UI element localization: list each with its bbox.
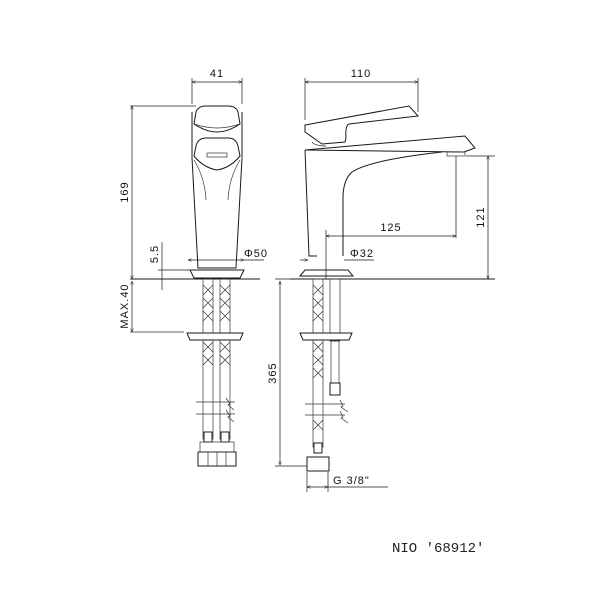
side-dimensions: 110 125 121 Φ32 365 G 3/8" xyxy=(267,68,495,492)
dim-110: 110 xyxy=(351,68,372,80)
dim-phi32: Φ32 xyxy=(350,248,374,260)
front-view xyxy=(130,105,260,467)
dim-max40: MAX.40 xyxy=(119,283,131,328)
dim-121: 121 xyxy=(475,206,487,227)
dim-5-5: 5.5 xyxy=(149,245,161,263)
dim-125: 125 xyxy=(380,222,401,234)
dim-g38: G 3/8" xyxy=(333,475,370,487)
dim-phi50: Φ50 xyxy=(244,248,268,260)
side-view xyxy=(290,105,495,472)
dim-169: 169 xyxy=(119,181,131,202)
front-dimensions: 41 169 5.5 Φ50 MAX.40 xyxy=(119,68,268,332)
model-title: NIO '68912' xyxy=(392,541,484,557)
dim-41: 41 xyxy=(210,68,224,80)
dim-365: 365 xyxy=(267,362,279,383)
